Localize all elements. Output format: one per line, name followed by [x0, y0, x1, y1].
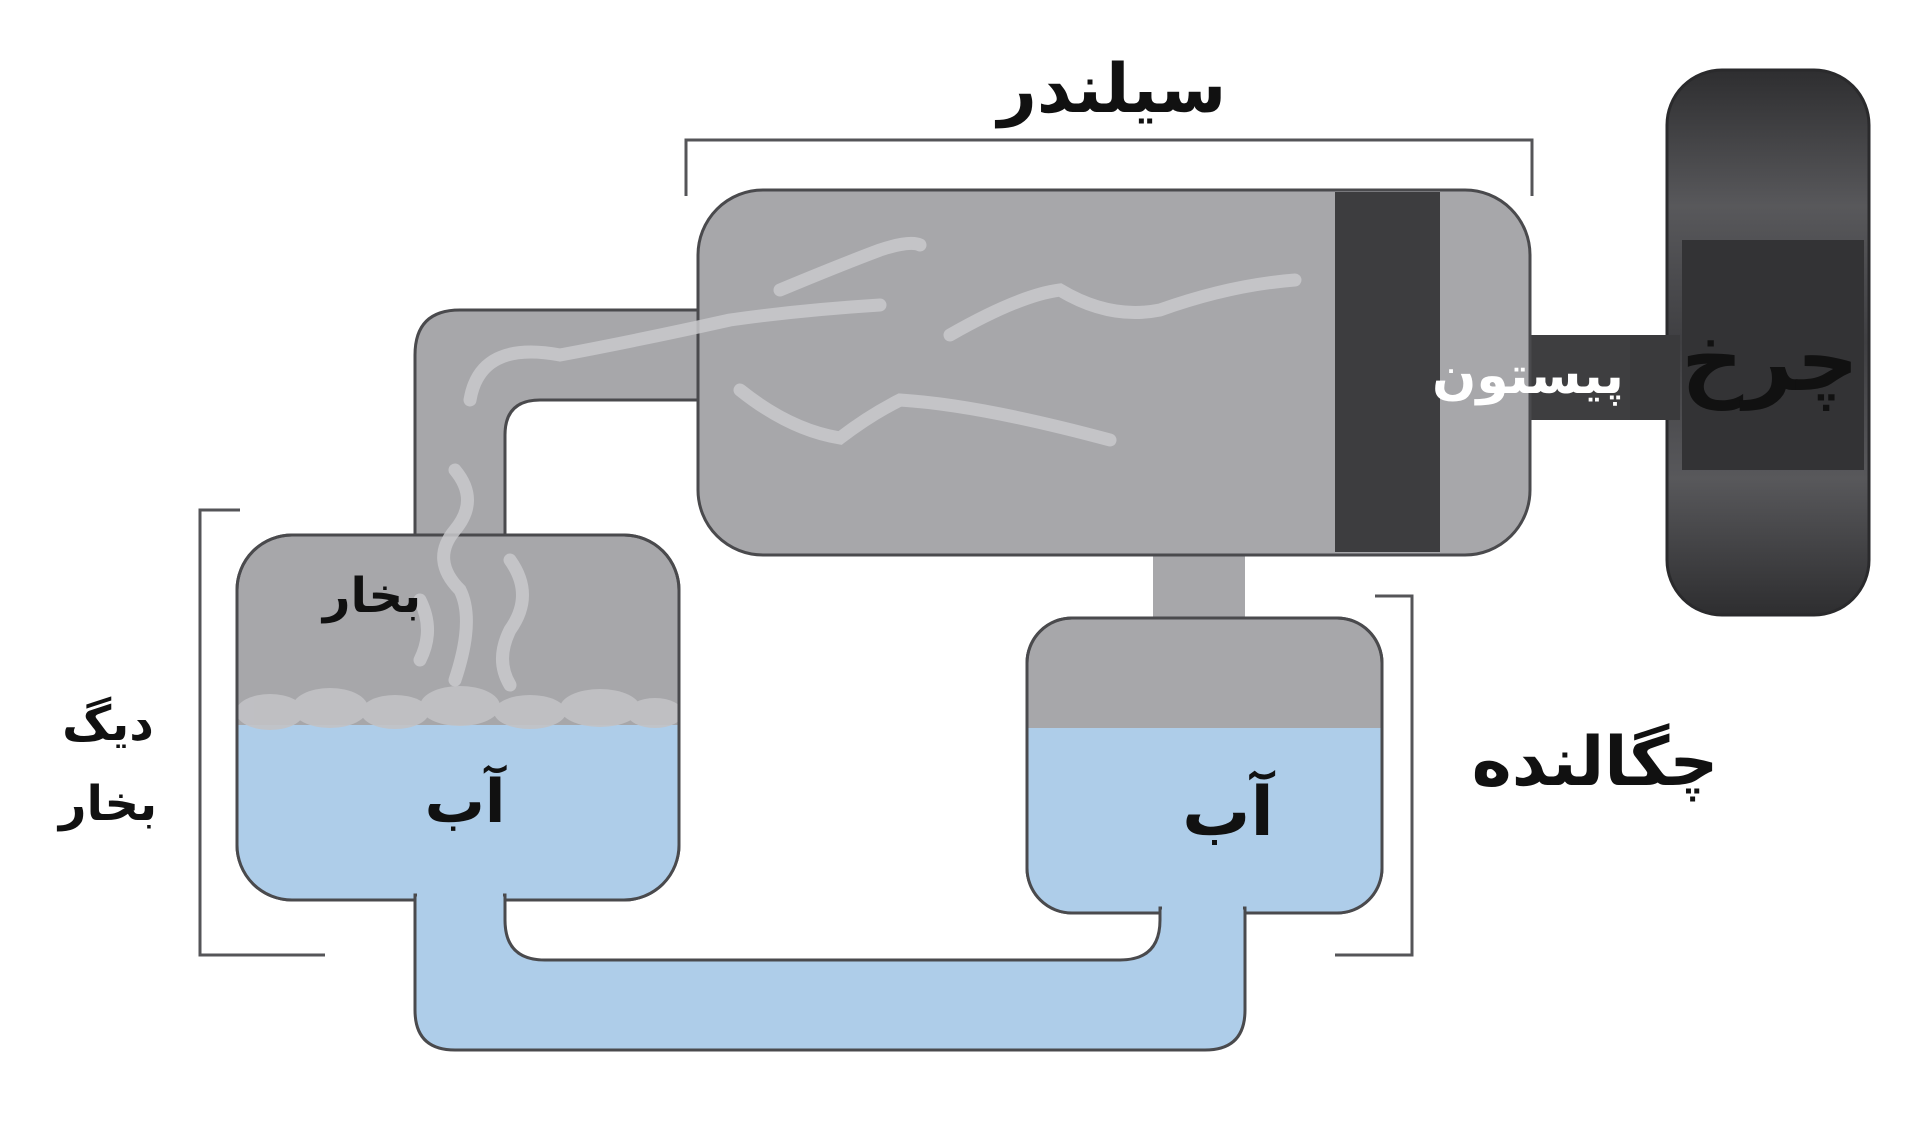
boiler-water-label: آب: [425, 764, 507, 837]
condenser-label: چگالنده: [1472, 723, 1719, 802]
condenser-bracket: [1335, 594, 1414, 957]
boiler-bubbles: [237, 686, 679, 730]
cylinder-bracket: [684, 138, 1534, 196]
condenser-water-label: آب: [1182, 769, 1275, 852]
steam-pipe: [413, 308, 702, 540]
cylinder-steam-wisps: [463, 236, 1302, 447]
steam-label: بخار: [321, 568, 421, 624]
wheel-hub-band: [1682, 240, 1864, 470]
cylinder-to-condenser-pipe: [1153, 548, 1245, 628]
condenser-water: [1027, 728, 1382, 913]
cylinder: [696, 188, 1532, 557]
piston-head: [1335, 192, 1440, 552]
boiler-pipe-joint: [417, 885, 503, 905]
cylinder-label: سیلندر: [995, 50, 1227, 129]
boiler-water: [237, 725, 679, 900]
condenser-pipe-joint: [1162, 895, 1243, 915]
boiler-rising-steam: [413, 463, 529, 692]
water-return-pipe: [413, 893, 1247, 1052]
boiler-label-line1: دیگ: [62, 696, 154, 752]
wheel-label: چرخ: [1681, 311, 1858, 411]
boiler-label-line2: بخار: [57, 776, 157, 832]
boiler-bracket: [198, 508, 325, 957]
piston-label: پیستون: [1432, 346, 1624, 406]
